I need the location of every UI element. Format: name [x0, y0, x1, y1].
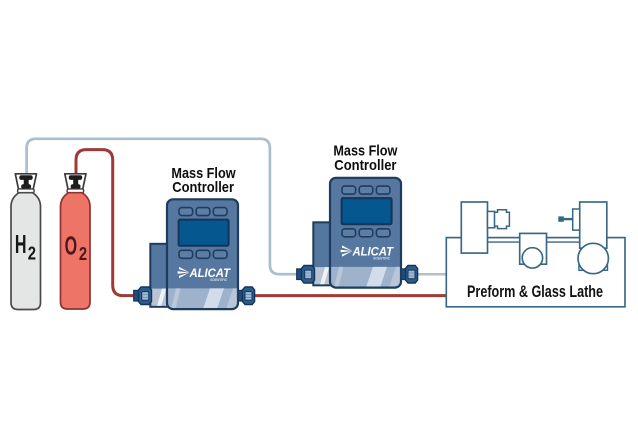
- svg-text:Preform & Glass Lathe: Preform & Glass Lathe: [467, 283, 603, 301]
- svg-text:Controller: Controller: [172, 179, 234, 196]
- svg-text:Controller: Controller: [334, 157, 396, 174]
- svg-text:Mass Flow: Mass Flow: [171, 165, 235, 182]
- svg-text:H: H: [15, 230, 27, 259]
- svg-text:Mass Flow: Mass Flow: [333, 143, 397, 160]
- svg-text:2: 2: [79, 243, 87, 264]
- svg-text:2: 2: [28, 243, 36, 264]
- svg-text:O: O: [65, 232, 77, 261]
